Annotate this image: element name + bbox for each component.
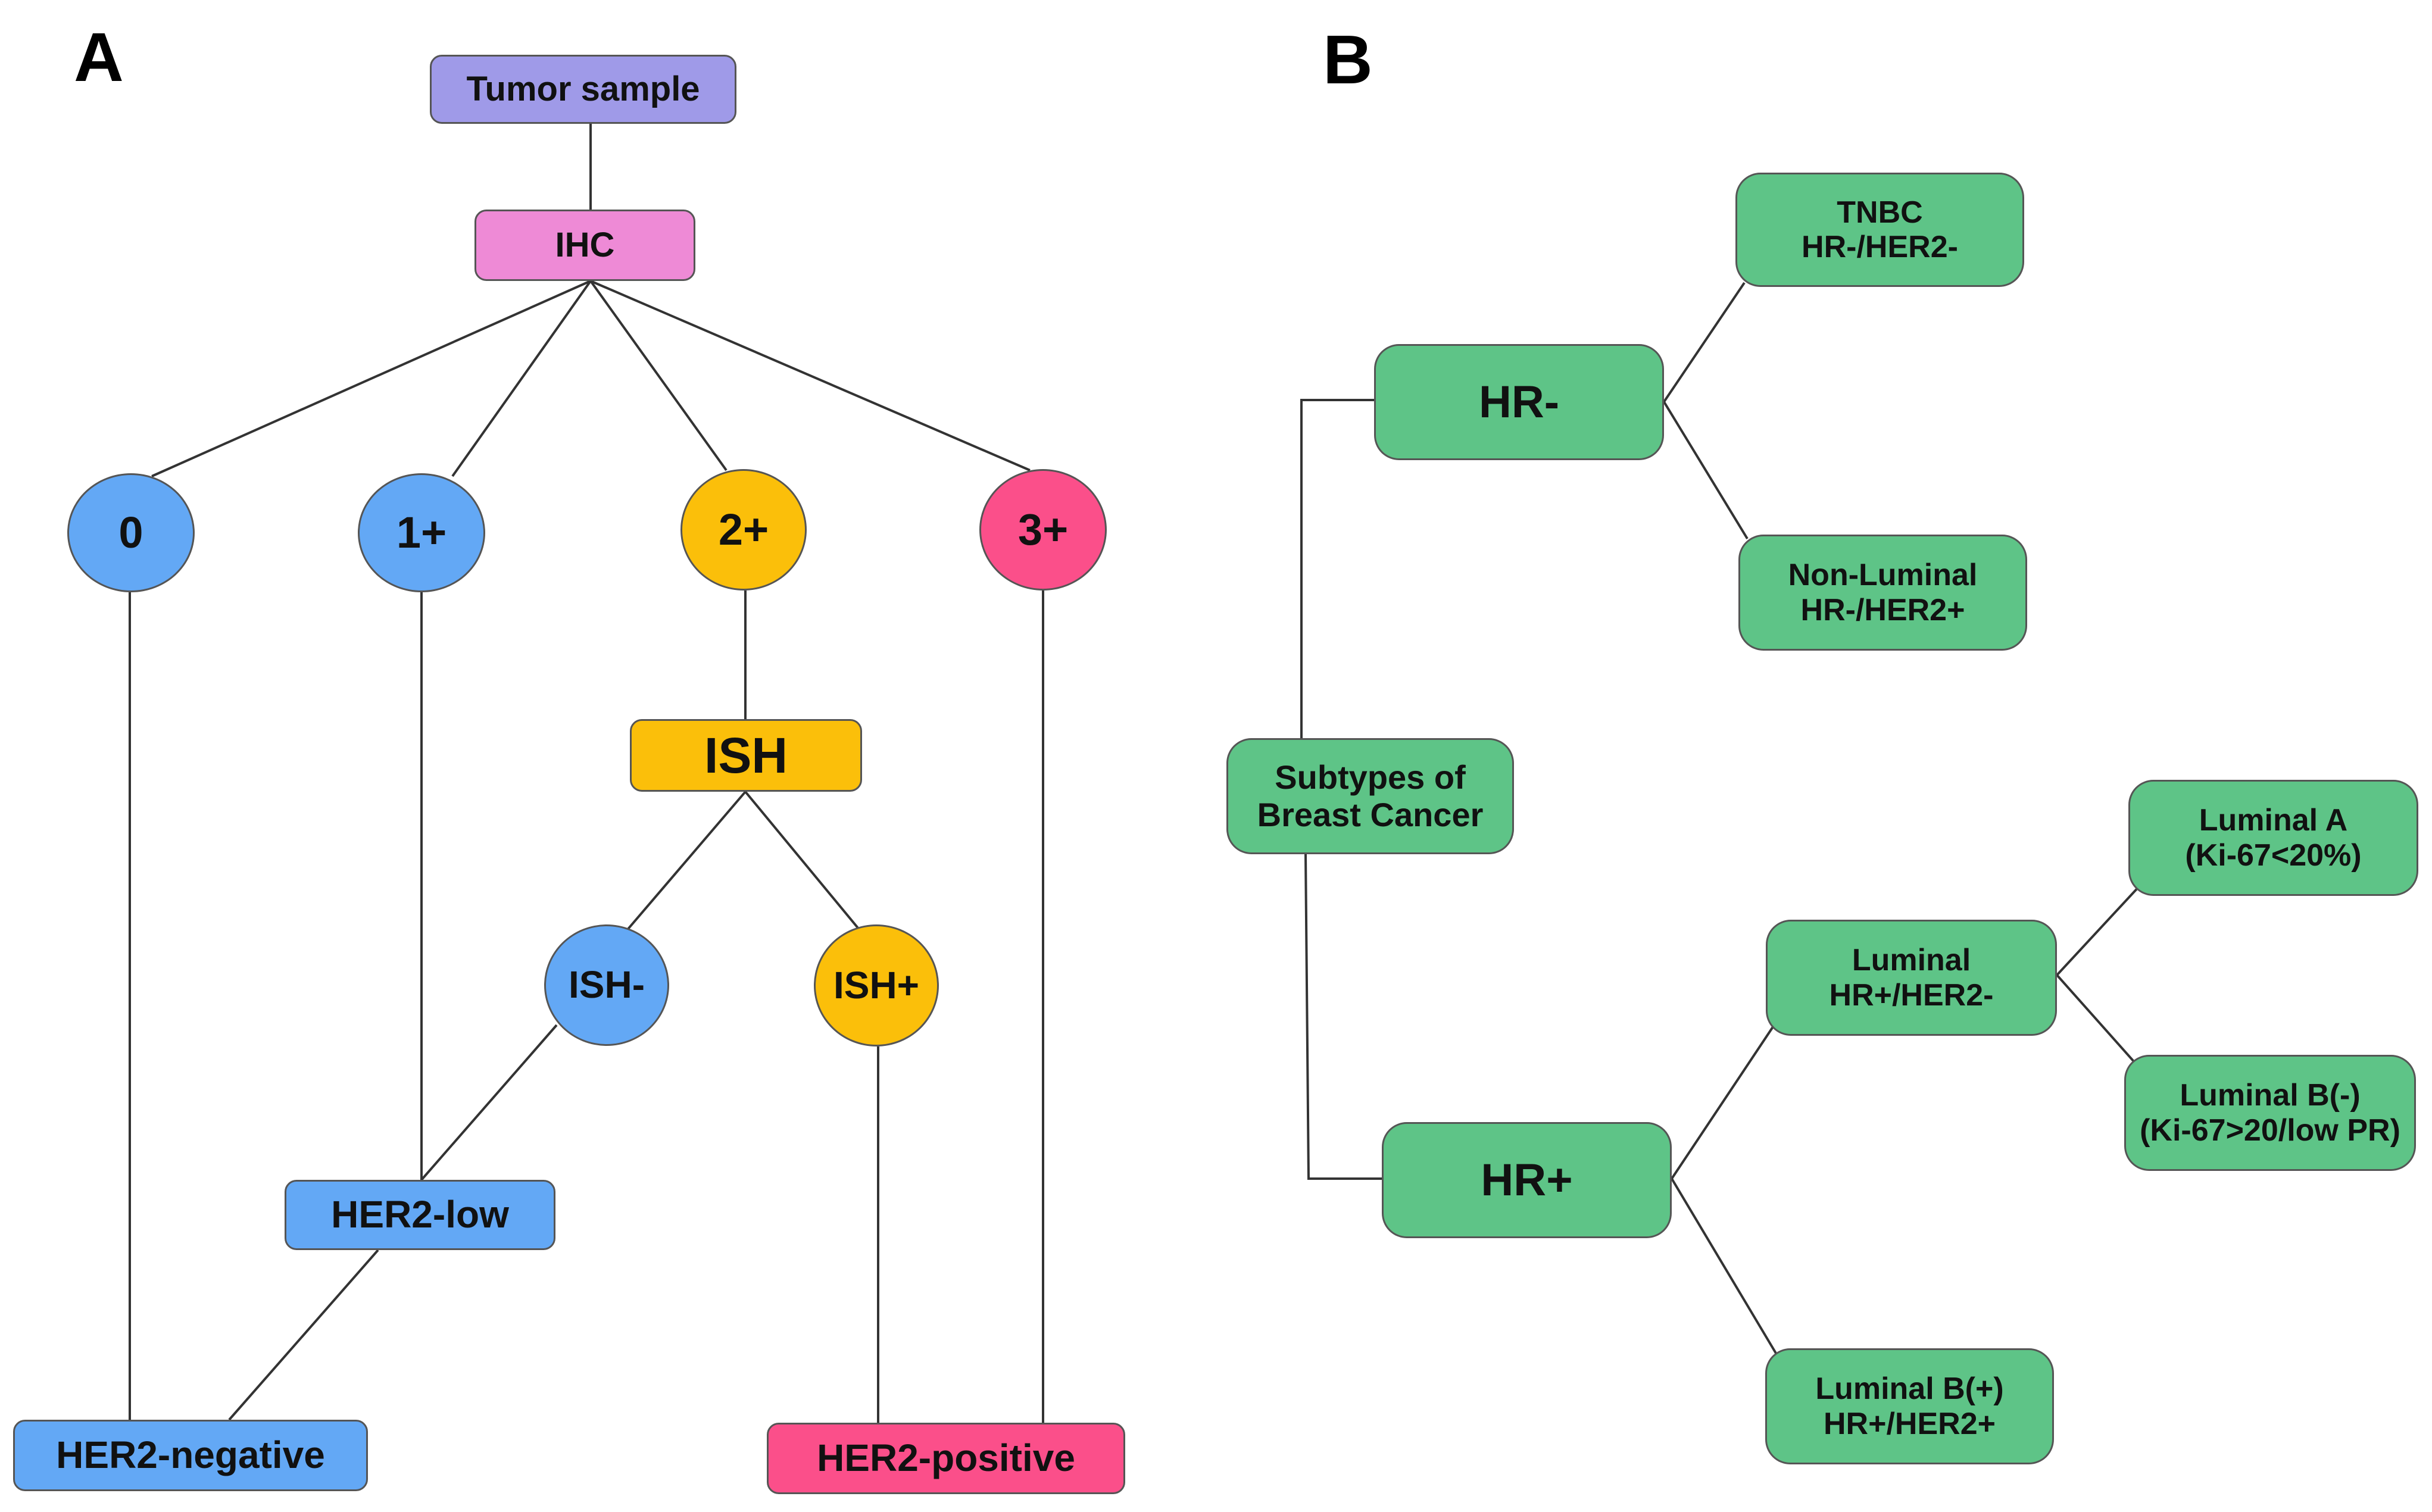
luminal-a-line-2: (Ki-67<20%) bbox=[2185, 838, 2362, 873]
luminal-a-line-1: Luminal A bbox=[2199, 803, 2348, 838]
subtypes-line-1: Subtypes of bbox=[1275, 758, 1466, 796]
luminal-line-1: Luminal bbox=[1852, 943, 1971, 978]
edge-hrpos-luminal bbox=[1671, 1024, 1775, 1180]
ish-node: ISH bbox=[630, 719, 862, 792]
edge-subtypes-hrneg bbox=[1300, 399, 1378, 741]
ihc-score-3-node: 3+ bbox=[979, 469, 1107, 591]
edge-luminal-luminala bbox=[2056, 884, 2141, 976]
panel-a-label: A bbox=[74, 18, 124, 96]
ish-negative-node: ISH- bbox=[544, 924, 669, 1046]
hr-positive-node: HR+ bbox=[1382, 1122, 1672, 1238]
edge-hrneg-tnbc bbox=[1663, 282, 1746, 403]
edge-ishneg-her2low bbox=[420, 1024, 558, 1181]
luminal-b-positive-line-1: Luminal B(+) bbox=[1815, 1372, 2004, 1407]
edge-ish-ishneg bbox=[625, 791, 747, 932]
non-luminal-line-2: HR-/HER2+ bbox=[1800, 592, 1965, 627]
ihc-score-2-node: 2+ bbox=[680, 469, 807, 591]
non-luminal-line-1: Non-Luminal bbox=[1788, 558, 1978, 593]
edge-hrneg-nonluminal bbox=[1663, 401, 1749, 540]
tnbc-node: TNBC HR-/HER2- bbox=[1735, 173, 2024, 287]
hr-negative-node: HR- bbox=[1374, 344, 1664, 460]
luminal-line-2: HR+/HER2- bbox=[1829, 977, 1994, 1013]
non-luminal-node: Non-Luminal HR-/HER2+ bbox=[1738, 535, 2027, 651]
ish-positive-node: ISH+ bbox=[814, 924, 939, 1046]
edge-hrpos-luminalbpos bbox=[1671, 1177, 1779, 1358]
luminal-b-positive-node: Luminal B(+) HR+/HER2+ bbox=[1765, 1348, 2054, 1464]
edge-her2low-her2neg bbox=[228, 1249, 379, 1421]
luminal-b-negative-line-1: Luminal B(-) bbox=[2180, 1078, 2361, 1113]
luminal-b-negative-node: Luminal B(-) (Ki-67>20/low PR) bbox=[2124, 1055, 2416, 1171]
edge-ish-ishpos bbox=[744, 791, 860, 930]
her2-negative-node: HER2-negative bbox=[13, 1420, 368, 1491]
ihc-node: IHC bbox=[474, 210, 695, 281]
luminal-node: Luminal HR+/HER2- bbox=[1766, 920, 2057, 1036]
edge-luminal-luminalbneg bbox=[2056, 974, 2140, 1068]
edge-ihc-2 bbox=[589, 280, 728, 471]
edge-ihc-3 bbox=[590, 280, 1031, 471]
tumor-sample-node: Tumor sample bbox=[430, 55, 736, 124]
breast-cancer-subtypes-node: Subtypes of Breast Cancer bbox=[1226, 738, 1514, 854]
edge-ihc-0 bbox=[151, 280, 591, 477]
panel-b-label: B bbox=[1323, 21, 1373, 98]
subtypes-line-2: Breast Cancer bbox=[1257, 795, 1484, 833]
tnbc-line-2: HR-/HER2- bbox=[1802, 230, 1958, 264]
luminal-b-positive-line-2: HR+/HER2+ bbox=[1824, 1406, 1996, 1441]
edge-subtypes-hrpos bbox=[1304, 854, 1385, 1180]
ihc-score-0-node: 0 bbox=[67, 473, 195, 592]
ihc-score-1-node: 1+ bbox=[358, 473, 485, 592]
her2-low-node: HER2-low bbox=[285, 1180, 555, 1250]
luminal-b-negative-line-2: (Ki-67>20/low PR) bbox=[2140, 1113, 2400, 1148]
tnbc-line-1: TNBC bbox=[1837, 195, 1923, 230]
edge-ihc-1 bbox=[451, 280, 592, 477]
luminal-a-node: Luminal A (Ki-67<20%) bbox=[2128, 780, 2418, 896]
her2-positive-node: HER2-positive bbox=[767, 1423, 1125, 1494]
